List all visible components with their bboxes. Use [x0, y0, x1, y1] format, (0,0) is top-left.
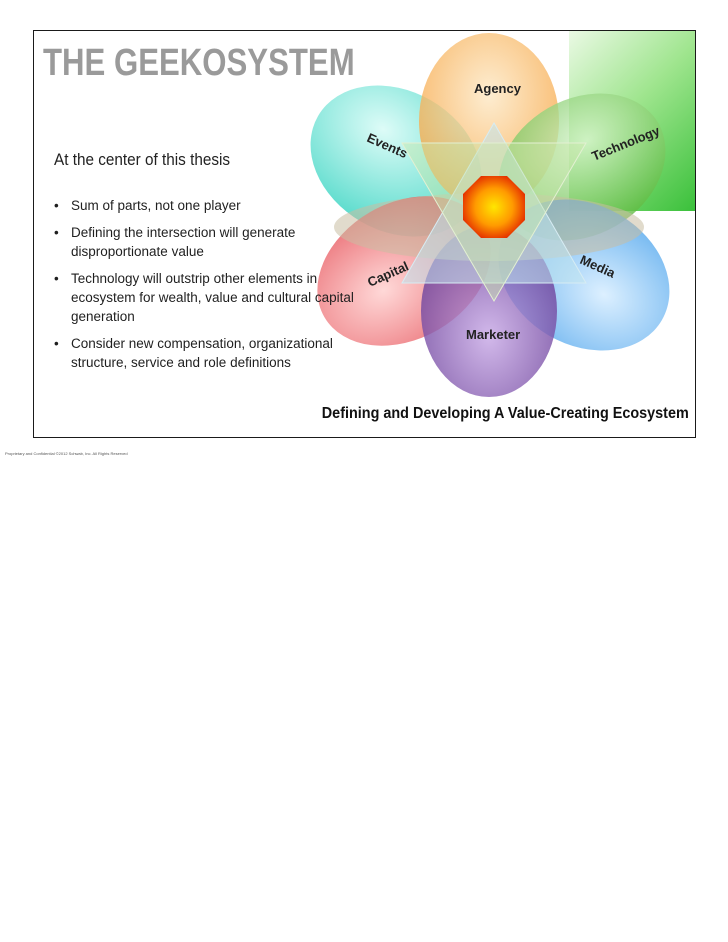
bullet-text: Technology will outstrip other elements …: [71, 271, 354, 324]
center-hexagon: [463, 176, 525, 238]
bullet-item: • Sum of parts, not one player: [54, 196, 354, 215]
bullet-text: Consider new compensation, organizationa…: [71, 336, 333, 370]
footer-copyright: Proprietary and Confidential ©2012 Schwa…: [5, 451, 128, 456]
tagline: Defining and Developing A Value-Creating…: [321, 405, 689, 422]
bullet-item: • Defining the intersection will generat…: [54, 223, 354, 261]
bullet-text: Sum of parts, not one player: [71, 198, 241, 213]
page-title: THE GEEKOSYSTEM: [43, 42, 355, 84]
label-agency: Agency: [474, 81, 522, 96]
bullet-text: Defining the intersection will generate …: [71, 225, 296, 259]
bullet-item: • Consider new compensation, organizatio…: [54, 334, 354, 372]
bullet-dot-icon: •: [54, 336, 59, 351]
bullet-dot-icon: •: [54, 225, 59, 240]
bullet-dot-icon: •: [54, 271, 59, 286]
bullet-dot-icon: •: [54, 198, 59, 213]
bullet-item: • Technology will outstrip other element…: [54, 269, 354, 326]
hexagram: [401, 121, 587, 302]
ecosystem-diagram: Agency Technology Media Marketer Capital…: [310, 33, 670, 397]
label-marketer: Marketer: [466, 327, 520, 342]
bullet-list: • Sum of parts, not one player • Definin…: [54, 196, 354, 380]
subtitle: At the center of this thesis: [54, 150, 231, 169]
slide: Agency Technology Media Marketer Capital…: [33, 30, 696, 438]
